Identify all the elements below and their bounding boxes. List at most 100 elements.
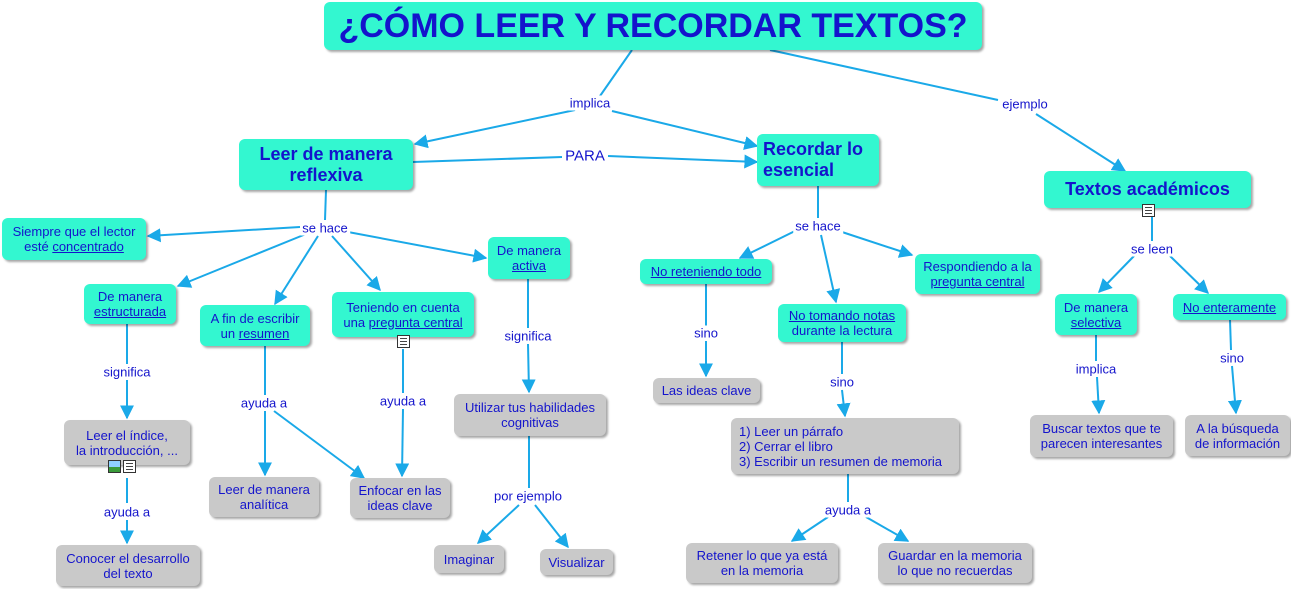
node-pasos-line3: 3) Escribir un resumen de memoria	[739, 453, 943, 469]
link-label-se-leen: se leen	[1129, 241, 1175, 257]
link-label-ayuda-a-2: ayuda a	[377, 393, 429, 409]
node-siempre-line1: Siempre que el lector	[12, 224, 136, 239]
link-label-ejemplo: ejemplo	[1000, 96, 1050, 112]
node-leer-reflexiva-text: Leer de manera reflexiva	[259, 143, 393, 185]
selectiva-link[interactable]: selectiva	[1070, 314, 1122, 330]
activa-link[interactable]: activa	[512, 258, 546, 273]
link-label-implica-right: implica	[1073, 361, 1119, 377]
connector-arrow	[836, 389, 851, 418]
node-guardar-line1: Guardar en la memoria	[888, 548, 1022, 563]
connector-arrow	[790, 516, 829, 542]
connector-arrow	[146, 226, 301, 243]
node-pasos-line1: 1) Leer un párrafo	[739, 423, 844, 439]
node-desarrollo[interactable]: Conocer el desarrollo del texto	[56, 545, 200, 586]
node-indice-line1: Leer el índice,	[86, 427, 168, 443]
node-respondiendo-line1: Respondiendo a la	[923, 259, 1032, 274]
connector-line	[412, 156, 563, 163]
connector-arrow	[331, 235, 381, 292]
node-resumen-line1: A fin de escribir	[210, 310, 300, 326]
link-label-significa-left: significa	[101, 364, 153, 380]
connector-arrow	[395, 408, 410, 478]
node-no-tomando-notas[interactable]: No tomando notas durante la lectura	[778, 304, 906, 342]
node-resumen-prefix: un	[220, 325, 239, 341]
node-resumen[interactable]: A fin de escribir un resumen	[200, 305, 310, 346]
connector-arrow	[1098, 255, 1135, 294]
node-indice-icons	[107, 459, 137, 473]
link-label-implica: implica	[567, 95, 613, 111]
node-analitica[interactable]: Leer de manera analítica	[209, 477, 319, 517]
connector-arrow	[1169, 255, 1210, 294]
connector-arrow	[607, 154, 759, 169]
node-indice-line2: la introducción, ...	[76, 442, 178, 458]
link-label-sino-3: sino	[1218, 350, 1246, 366]
connector-arrow	[611, 110, 759, 150]
node-estructurada[interactable]: De manera estructurada	[84, 284, 176, 324]
node-ideas-clave[interactable]: Las ideas clave	[653, 378, 760, 403]
link-label-sino-2: sino	[828, 374, 856, 390]
document-icon[interactable]	[123, 460, 136, 473]
connector-arrow	[1227, 365, 1242, 415]
node-buscar[interactable]: Buscar textos que te parecen interesante…	[1030, 415, 1173, 457]
node-retener[interactable]: Retener lo que ya está en la memoria	[686, 543, 838, 583]
node-siempre-prefix: esté	[24, 239, 53, 254]
node-activa-line1: De manera	[496, 243, 562, 258]
connector-arrow	[413, 109, 576, 149]
no-enteramente-link[interactable]: No enteramente	[1182, 299, 1277, 315]
node-pregunta-line1: Teniendo en cuenta	[346, 299, 460, 315]
no-tomando-link[interactable]: No tomando notas	[788, 308, 896, 323]
node-leer-reflexiva[interactable]: Leer de manera reflexiva	[239, 139, 413, 190]
node-respondiendo[interactable]: Respondiendo a la pregunta central	[915, 254, 1040, 294]
connector-arrow	[841, 231, 914, 258]
node-enfocar[interactable]: Enfocar en las ideas clave	[350, 478, 450, 518]
node-resumen-line2: un resumen	[221, 326, 290, 341]
node-pregunta-prefix: una	[343, 314, 369, 330]
connector-line	[1229, 319, 1232, 351]
pregunta-central-link[interactable]: pregunta central	[368, 314, 463, 330]
node-buscar-line2: parecen interesantes	[1040, 436, 1163, 451]
node-habilidades-line2: cognitivas	[501, 415, 559, 430]
link-label-por-ejemplo: por ejemplo	[492, 488, 564, 504]
node-no-reteniendo[interactable]: No reteniendo todo	[640, 259, 772, 284]
node-selectiva[interactable]: De manera selectiva	[1055, 294, 1137, 335]
image-icon[interactable]	[108, 460, 121, 473]
node-siempre-concentrado[interactable]: Siempre que el lector esté concentrado	[2, 218, 146, 260]
node-textos-academicos[interactable]: Textos académicos	[1044, 171, 1251, 208]
node-buscar-line1: Buscar textos que te	[1042, 421, 1161, 436]
concentrado-link[interactable]: concentrado	[52, 239, 124, 254]
connector-line	[599, 49, 633, 97]
node-busqueda-line2: de información	[1194, 435, 1281, 451]
node-enfocar-line2: ideas clave	[367, 498, 433, 513]
node-retener-line1: Retener lo que ya está	[696, 548, 828, 563]
node-no-tomando-line2: durante la lectura	[791, 323, 893, 338]
node-guardar-line2: lo que no recuerdas	[897, 563, 1013, 578]
node-estructurada-line1: De manera	[97, 289, 163, 304]
node-guardar[interactable]: Guardar en la memoria lo que no recuerda…	[878, 543, 1032, 583]
document-icon[interactable]	[397, 335, 410, 348]
link-label-sino-1: sino	[692, 325, 720, 341]
node-pregunta-central[interactable]: Teniendo en cuenta una pregunta central	[332, 292, 474, 337]
node-imaginar-text: Imaginar	[443, 551, 495, 567]
node-busqueda[interactable]: A la búsqueda de información	[1185, 415, 1290, 456]
node-visualizar-text: Visualizar	[548, 554, 605, 570]
node-habilidades[interactable]: Utilizar tus habilidades cognitivas	[454, 394, 606, 436]
link-label-para: PARA	[563, 147, 607, 165]
connector-arrow	[534, 504, 569, 549]
document-icon[interactable]	[1142, 204, 1155, 217]
node-desarrollo-line2: del texto	[103, 565, 153, 581]
connector-arrow	[1035, 113, 1127, 172]
node-no-enteramente[interactable]: No enteramente	[1173, 294, 1286, 320]
node-imaginar[interactable]: Imaginar	[434, 545, 504, 573]
node-activa[interactable]: De manera activa	[488, 237, 570, 279]
resumen-link[interactable]: resumen	[238, 325, 290, 341]
no-reteniendo-link[interactable]: No reteniendo todo	[650, 264, 762, 279]
node-analitica-line1: Leer de manera	[218, 482, 310, 497]
node-siempre-line2: esté concentrado	[24, 239, 124, 254]
node-recordar[interactable]: Recordar lo esencial	[757, 134, 879, 186]
respondiendo-pregunta-link[interactable]: pregunta central	[930, 274, 1025, 289]
estructurada-link[interactable]: estructurada	[93, 304, 167, 319]
node-pasos[interactable]: 1) Leer un párrafo 2) Cerrar el libro 3)…	[731, 418, 959, 474]
node-visualizar[interactable]: Visualizar	[540, 549, 613, 575]
node-indice[interactable]: Leer el índice, la introducción, ...	[64, 420, 190, 465]
node-retener-line2: en la memoria	[720, 563, 804, 578]
